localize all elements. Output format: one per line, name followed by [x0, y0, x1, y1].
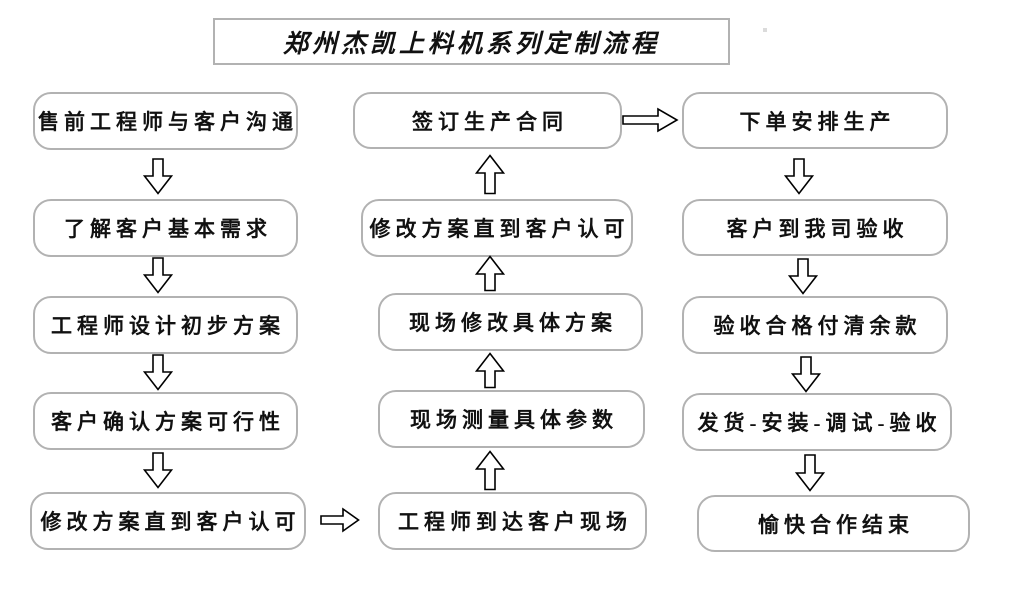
node-label: 修改方案直到客户认可 — [40, 510, 301, 534]
down-arrow-icon — [791, 356, 821, 393]
diagram-title: 郑州杰凯上料机系列定制流程 — [282, 30, 660, 58]
node-label: 售前工程师与客户沟通 — [38, 110, 298, 134]
node-label: 愉快合作结束 — [758, 512, 914, 537]
down-arrow-icon — [143, 452, 173, 489]
down-arrow-icon — [143, 257, 173, 294]
node-label: 下单安排生产 — [739, 109, 896, 134]
up-arrow-icon — [475, 154, 505, 195]
node-happy-cooperation-end: 愉快合作结束 — [697, 495, 970, 552]
down-arrow-icon — [143, 158, 173, 195]
node-pay-balance: 验收合格付清余款 — [682, 296, 948, 354]
node-label: 现场修改具体方案 — [409, 311, 617, 335]
node-place-order-production: 下单安排生产 — [682, 92, 948, 149]
node-label: 客户到我司验收 — [726, 216, 909, 241]
node-label: 验收合格付清余款 — [713, 314, 922, 338]
node-label: 工程师设计初步方案 — [51, 314, 285, 338]
stray-dot — [763, 28, 767, 32]
node-label: 工程师到达客户现场 — [398, 510, 632, 534]
node-label: 发货-安装-调试-验收 — [697, 411, 942, 435]
down-arrow-icon — [788, 258, 818, 295]
up-arrow-icon — [475, 255, 505, 292]
node-onsite-modify-plan: 现场修改具体方案 — [378, 293, 643, 351]
node-sign-contract: 签订生产合同 — [353, 92, 622, 149]
node-confirm-feasibility: 客户确认方案可行性 — [33, 392, 298, 450]
node-onsite-measure-params: 现场测量具体参数 — [378, 390, 645, 448]
node-label: 签订生产合同 — [412, 109, 568, 134]
node-understand-needs: 了解客户基本需求 — [33, 199, 298, 257]
up-arrow-icon — [475, 450, 505, 491]
node-initial-design: 工程师设计初步方案 — [33, 296, 298, 354]
right-arrow-icon — [622, 107, 679, 133]
down-arrow-icon — [795, 454, 825, 492]
diagram-title-box: 郑州杰凯上料机系列定制流程 — [213, 18, 730, 65]
up-arrow-icon — [475, 352, 505, 389]
node-label: 客户确认方案可行性 — [51, 410, 285, 434]
node-presale-communication: 售前工程师与客户沟通 — [33, 92, 298, 150]
node-onsite-revise-until-approved: 修改方案直到客户认可 — [361, 199, 633, 257]
down-arrow-icon — [784, 158, 814, 195]
node-label: 现场测量具体参数 — [410, 408, 618, 432]
node-ship-install-debug-accept: 发货-安装-调试-验收 — [682, 393, 952, 451]
down-arrow-icon — [143, 354, 173, 391]
node-revise-until-approved: 修改方案直到客户认可 — [30, 492, 306, 550]
right-arrow-icon — [320, 507, 360, 533]
node-label: 修改方案直到客户认可 — [369, 217, 630, 241]
node-label: 了解客户基本需求 — [64, 217, 272, 241]
node-engineer-arrive-site: 工程师到达客户现场 — [378, 492, 647, 550]
node-customer-acceptance-visit: 客户到我司验收 — [682, 199, 948, 256]
